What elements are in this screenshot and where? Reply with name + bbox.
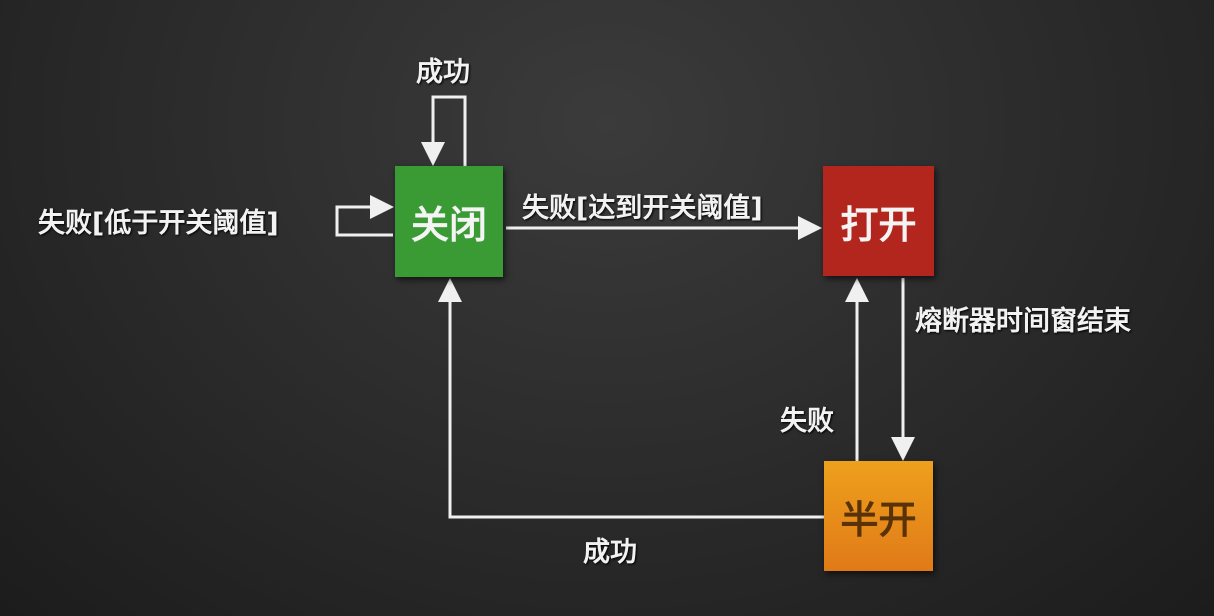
arrow-closed-self-failure bbox=[335, 195, 394, 237]
arrow-closed-self-success bbox=[421, 95, 467, 166]
label-half-open-to-closed: 成功 bbox=[583, 537, 637, 568]
state-closed: 关闭 bbox=[395, 166, 503, 277]
label-closed-to-open: 失败[达到开关阈值] bbox=[522, 193, 763, 224]
label-open-to-half-open: 熔断器时间窗结束 bbox=[915, 306, 1131, 337]
label-closed-self-failure: 失败[低于开关阈值] bbox=[38, 208, 279, 239]
label-closed-self-success: 成功 bbox=[416, 57, 470, 88]
state-half-open: 半开 bbox=[824, 461, 933, 571]
label-half-open-to-open: 失败 bbox=[780, 406, 834, 437]
state-open: 打开 bbox=[823, 166, 934, 276]
arrow-half-open-to-closed bbox=[438, 278, 824, 519]
